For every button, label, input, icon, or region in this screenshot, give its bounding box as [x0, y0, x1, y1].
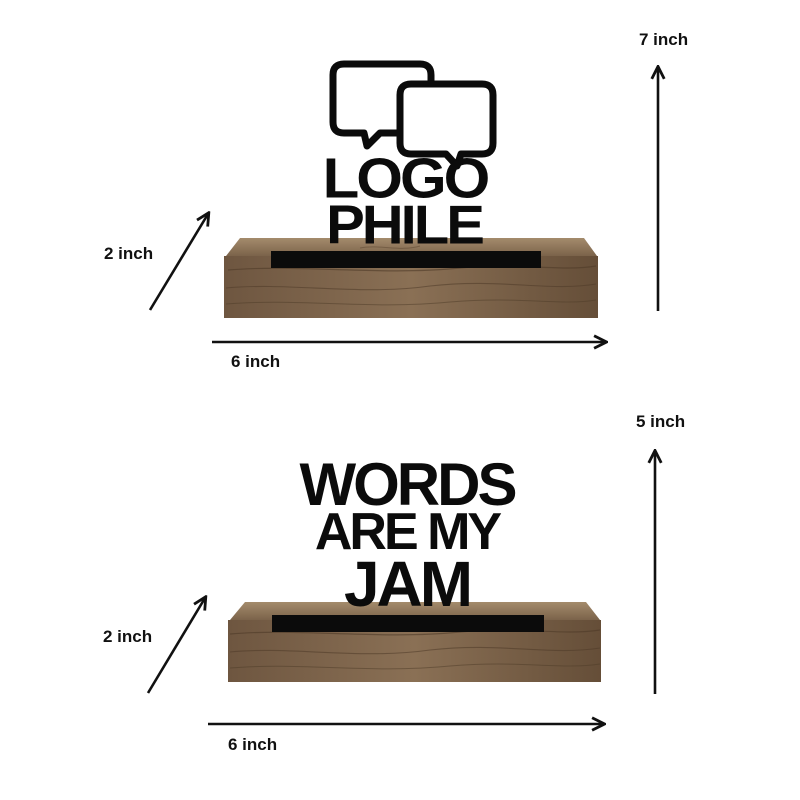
speech-bubble-icon	[329, 60, 497, 170]
bottom-sign-line-1: WORDS	[299, 451, 518, 518]
top-sign-base-strip	[271, 251, 541, 268]
bottom-sign-base-strip	[272, 615, 544, 632]
top-height-label: 7 inch	[639, 30, 689, 49]
top-sign-line-2: PHILE	[326, 194, 485, 256]
top-depth-label: 2 inch	[104, 244, 154, 263]
bottom-depth-arrow-icon	[146, 598, 205, 694]
bottom-width-label: 6 inch	[228, 735, 278, 754]
bottom-sign-line-2: ARE MY	[314, 503, 502, 561]
bottom-depth-label: 2 inch	[103, 627, 153, 646]
bottom-height-label: 5 inch	[636, 412, 686, 431]
top-product	[224, 60, 598, 318]
top-sign-line-1: LOGO	[322, 146, 491, 210]
top-width-label: 6 inch	[231, 352, 281, 371]
bottom-product	[228, 602, 601, 682]
bottom-sign-line-3: JAM	[343, 548, 473, 620]
top-depth-arrow-icon	[148, 214, 208, 311]
